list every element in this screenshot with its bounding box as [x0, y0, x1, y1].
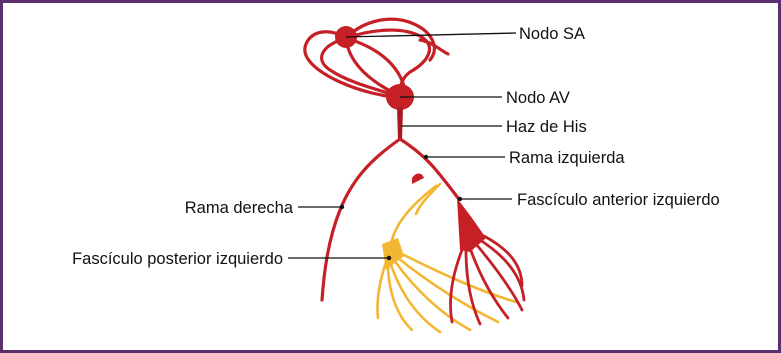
label-right-branch: Rama derecha	[185, 199, 294, 217]
left-bundle-branch-shape	[400, 139, 458, 198]
leader-dot-anterior	[458, 197, 462, 201]
left-anterior-fascicle-hub	[457, 198, 486, 252]
septal-fragment-shape	[412, 174, 424, 185]
label-av-node: Nodo AV	[506, 89, 570, 107]
label-sa-node: Nodo SA	[519, 25, 585, 43]
leader-dot-left-branch	[424, 155, 428, 159]
left-posterior-fascicle-hub	[382, 238, 404, 270]
label-left-branch: Rama izquierda	[509, 149, 625, 167]
leader-dot-posterior	[387, 256, 391, 260]
cardiac-conduction-illustration	[305, 19, 524, 332]
label-left-anterior-fascicle: Fascículo anterior izquierdo	[517, 191, 720, 209]
label-his-bundle: Haz de His	[506, 118, 587, 136]
leader-lines	[288, 33, 516, 260]
leader-dot-right	[340, 205, 344, 209]
his-bundle-shape	[397, 108, 403, 140]
label-left-posterior-fascicle: Fascículo posterior izquierdo	[72, 250, 283, 268]
left-anterior-fascicle-shape	[450, 236, 524, 324]
internodal-tracts	[305, 19, 448, 98]
